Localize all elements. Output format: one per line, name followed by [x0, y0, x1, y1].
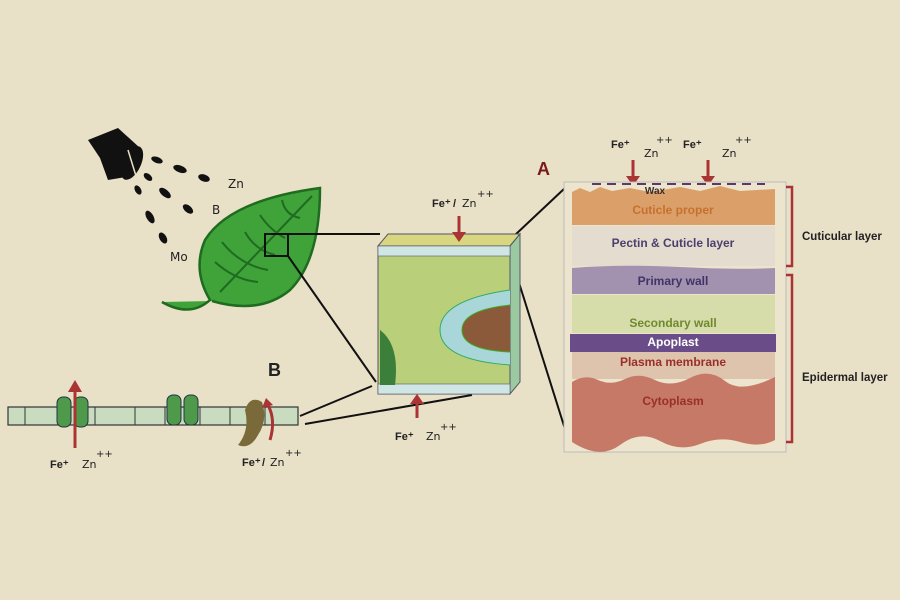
svg-text:Zn: Zn: [462, 197, 477, 210]
layer-cytoplasm: [572, 373, 775, 452]
svg-text:Fe⁺: Fe⁺: [242, 457, 261, 469]
cuticle-layer-panel: [563, 181, 787, 453]
svg-text:++: ++: [477, 189, 494, 200]
group-label-cuticular: Cuticular layer: [802, 231, 882, 243]
svg-text:Fe⁺: Fe⁺: [50, 459, 69, 471]
layer-pectin: [572, 226, 775, 266]
layer-label-apoplast: Apoplast: [647, 335, 698, 349]
ion-label-strip-left: Fe⁺ Zn ++: [50, 449, 113, 471]
label-b: B: [268, 360, 281, 380]
layer-label-cuticle-proper: Cuticle proper: [632, 203, 714, 217]
svg-text:/: /: [262, 457, 265, 469]
svg-text:Fe⁺: Fe⁺: [432, 198, 451, 210]
layer-label-wax: Wax: [645, 186, 666, 197]
layer-label-primary-wall: Primary wall: [638, 274, 709, 288]
svg-text:Zn: Zn: [644, 147, 659, 160]
layer-secondary-wall: [572, 295, 775, 333]
leaf-icon: [161, 186, 322, 311]
layer-cuticle-proper: [572, 186, 775, 225]
svg-text:Fe⁺: Fe⁺: [683, 139, 702, 151]
svg-text:/: /: [453, 198, 456, 210]
ion-label-layer-1: Fe⁺ Zn ++: [611, 135, 673, 160]
layer-label-plasma-membrane: Plasma membrane: [620, 355, 726, 369]
ion-label-block-top: Fe⁺ / Zn ++: [432, 189, 494, 210]
epidermis-strip: [7, 394, 299, 447]
group-label-epidermal: Epidermal layer: [802, 372, 888, 384]
svg-text:Zn: Zn: [270, 456, 285, 469]
leaf-cross-section: [376, 232, 522, 396]
zoom-lines: [287, 187, 571, 446]
svg-text:Fe⁺: Fe⁺: [611, 139, 630, 151]
svg-text:Zn: Zn: [722, 147, 737, 160]
ion-label-layer-2: Fe⁺ Zn ++: [683, 135, 752, 160]
element-mo: Mo: [170, 250, 188, 264]
ion-label-block-bottom: Fe⁺ Zn ++: [395, 422, 457, 443]
svg-text:++: ++: [285, 448, 302, 459]
element-zn: Zn: [228, 177, 244, 191]
layer-plasma-membrane: [572, 352, 775, 379]
element-b: B: [212, 203, 220, 217]
layer-label-cytoplasm: Cytoplasm: [642, 394, 703, 408]
svg-text:Fe⁺: Fe⁺: [395, 431, 414, 443]
layer-primary-wall: [572, 265, 775, 294]
layer-label-pectin: Pectin & Cuticle layer: [612, 236, 735, 250]
svg-text:++: ++: [96, 449, 113, 460]
spray-droplets: [134, 156, 210, 244]
svg-text:++: ++: [440, 422, 457, 433]
label-a: A: [537, 159, 550, 179]
ion-label-strip-right: Fe⁺ / Zn ++: [242, 448, 302, 469]
layer-brackets: [786, 185, 794, 444]
svg-text:++: ++: [735, 135, 752, 146]
svg-text:++: ++: [656, 135, 673, 146]
uptake-arrows: [68, 160, 715, 448]
svg-text:Zn: Zn: [426, 430, 441, 443]
sprayer-icon: [88, 128, 144, 180]
layer-label-secondary-wall: Secondary wall: [629, 316, 716, 330]
layer-apoplast: [570, 334, 776, 352]
svg-text:Zn: Zn: [82, 458, 97, 471]
